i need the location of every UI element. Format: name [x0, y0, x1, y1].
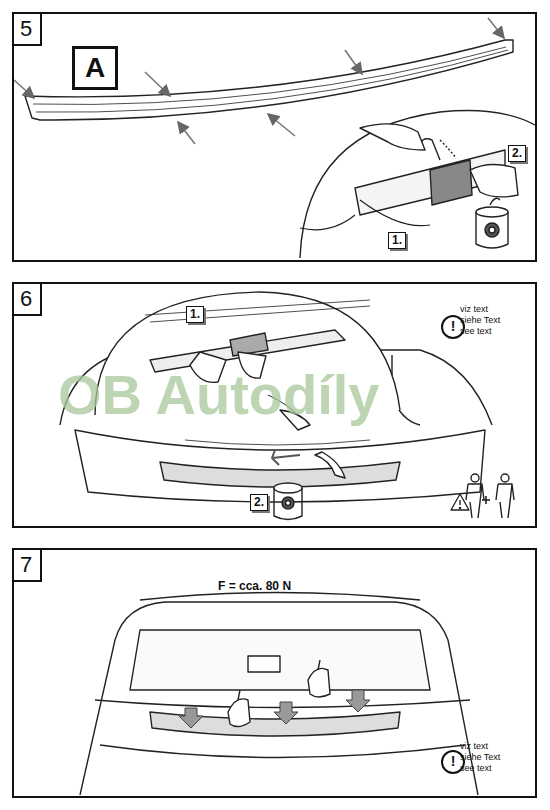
- note-text: siehe Text: [460, 316, 500, 326]
- watermark: OB Autodíly: [58, 364, 379, 426]
- force-note: F = cca. 80 N: [218, 580, 291, 593]
- step-letter-box: A: [72, 46, 118, 90]
- step-panel: 5A 1. 2.: [12, 12, 537, 262]
- box-text: 1.: [190, 307, 200, 322]
- box-text: 2.: [254, 495, 264, 510]
- box-text: A: [85, 51, 105, 85]
- substep-box: 2.: [508, 145, 526, 162]
- note-text: viz text: [460, 305, 488, 315]
- box-text: 1.: [392, 233, 402, 248]
- substep-box: 1.: [186, 306, 204, 323]
- note-text: see text: [460, 764, 492, 774]
- box-text: 2.: [512, 146, 522, 161]
- step-number: 6: [14, 284, 42, 316]
- step-number: 7: [14, 550, 42, 582]
- substep-box: 2.: [250, 494, 268, 511]
- substep-box: 1.: [388, 232, 406, 249]
- note-text: siehe Text: [460, 753, 500, 763]
- step-number: 5: [14, 14, 42, 46]
- note-text: viz text: [460, 742, 488, 752]
- note-text: see text: [460, 327, 492, 337]
